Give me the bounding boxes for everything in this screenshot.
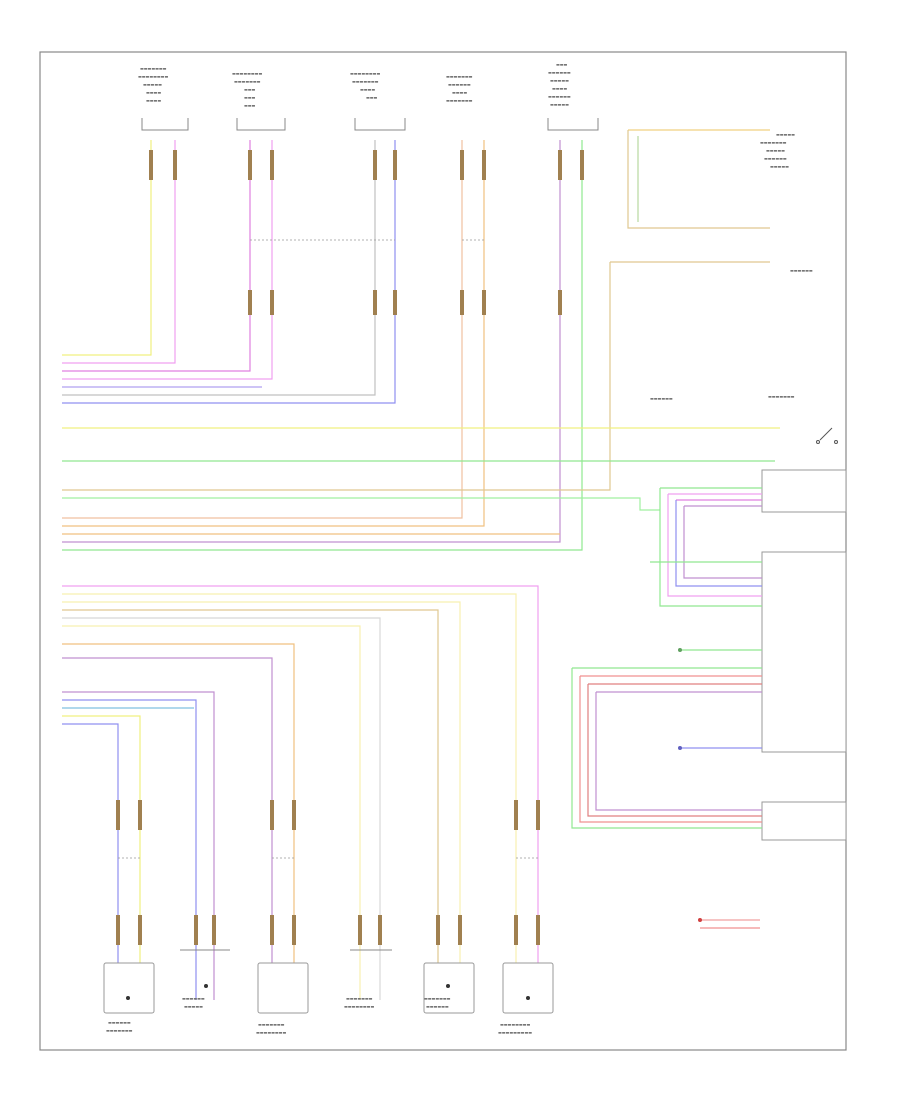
top-component-4: ▬▬▬▬▬▬▬ ▬▬▬▬▬▬ ▬▬▬▬ ▬▬▬▬▬▬▬ xyxy=(446,74,473,103)
svg-text:▬▬▬▬▬: ▬▬▬▬▬ xyxy=(143,82,162,87)
module-pressure-sensor xyxy=(761,469,847,513)
svg-text:▬▬▬▬▬▬: ▬▬▬▬▬▬ xyxy=(448,82,471,87)
svg-text:▬▬▬▬▬: ▬▬▬▬▬ xyxy=(184,1004,203,1009)
diagram-border xyxy=(39,51,847,1051)
svg-text:▬▬▬▬▬▬▬: ▬▬▬▬▬▬▬ xyxy=(446,98,473,103)
bottom-labels: ▬▬▬▬▬▬ ▬▬▬▬▬▬▬ ▬▬▬▬▬▬ ▬▬▬▬▬ ▬▬▬▬▬▬▬ ▬▬▬▬… xyxy=(106,996,532,1035)
wire-purple-1 xyxy=(62,140,561,543)
svg-text:▬▬▬▬▬▬: ▬▬▬▬▬▬ xyxy=(548,94,571,99)
top-right-sensor: ▬▬▬▬▬ ▬▬▬▬▬▬▬ ▬▬▬▬▬ ▬▬▬▬▬▬ ▬▬▬▬▬ ▬▬▬▬▬▬ xyxy=(62,129,813,491)
top-component-5: ▬▬▬ ▬▬▬▬▬▬ ▬▬▬▬▬ ▬▬▬▬ ▬▬▬▬▬▬ ▬▬▬▬▬ xyxy=(547,62,599,131)
svg-text:▬▬▬▬▬▬▬: ▬▬▬▬▬▬▬ xyxy=(346,996,373,1001)
blue-dot xyxy=(678,746,682,750)
top-component-3: ▬▬▬▬▬▬▬▬ ▬▬▬▬▬▬▬ ▬▬▬▬ ▬▬▬ xyxy=(350,71,406,131)
wire-pink-1 xyxy=(62,140,176,364)
svg-text:▬▬▬: ▬▬▬ xyxy=(244,87,256,92)
svg-text:▬▬▬▬▬▬▬: ▬▬▬▬▬▬▬ xyxy=(424,996,451,1001)
wire-peach-1 xyxy=(62,140,463,519)
svg-text:▬▬▬▬▬▬▬▬: ▬▬▬▬▬▬▬▬ xyxy=(344,1004,374,1009)
svg-text:▬▬▬▬▬: ▬▬▬▬▬ xyxy=(766,148,785,153)
svg-text:▬▬▬▬▬▬▬▬: ▬▬▬▬▬▬▬▬ xyxy=(232,71,262,76)
module-occupant-detection xyxy=(761,551,847,753)
svg-text:▬▬▬▬▬▬▬: ▬▬▬▬▬▬▬ xyxy=(258,1022,285,1027)
mid-bus xyxy=(62,427,780,535)
svg-text:▬▬▬▬▬▬: ▬▬▬▬▬▬ xyxy=(108,1020,131,1025)
wire-green-2 xyxy=(62,497,660,511)
svg-text:▬▬▬▬▬: ▬▬▬▬▬ xyxy=(770,164,789,169)
wire-green-1 xyxy=(62,140,583,551)
svg-text:▬▬▬▬▬▬▬▬▬: ▬▬▬▬▬▬▬▬▬ xyxy=(498,1030,532,1035)
svg-text:▬▬▬▬▬▬: ▬▬▬▬▬▬ xyxy=(764,156,787,161)
svg-text:▬▬▬▬: ▬▬▬▬ xyxy=(146,98,161,103)
svg-text:▬▬▬: ▬▬▬ xyxy=(244,95,256,100)
svg-text:▬▬▬▬▬▬▬: ▬▬▬▬▬▬▬ xyxy=(234,79,261,84)
svg-text:▬▬▬▬▬▬▬▬: ▬▬▬▬▬▬▬▬ xyxy=(350,71,380,76)
svg-text:▬▬▬▬▬: ▬▬▬▬▬ xyxy=(550,78,569,83)
svg-text:▬▬▬▬: ▬▬▬▬ xyxy=(552,86,567,91)
svg-text:▬▬▬: ▬▬▬ xyxy=(556,62,568,67)
switch-symbol xyxy=(816,427,838,444)
green-dot xyxy=(678,648,682,652)
wire-yellow-1 xyxy=(62,140,152,356)
top-component-1: ▬▬▬▬▬▬▬ ▬▬▬▬▬▬▬▬ ▬▬▬▬▬ ▬▬▬▬ ▬▬▬▬ xyxy=(138,66,189,131)
wire-pink-2 xyxy=(62,140,273,380)
module-seat-belt-sensor xyxy=(761,801,847,841)
svg-text:▬▬▬▬▬▬▬▬: ▬▬▬▬▬▬▬▬ xyxy=(256,1030,286,1035)
svg-text:▬▬▬▬▬▬: ▬▬▬▬▬▬ xyxy=(790,268,813,273)
svg-text:▬▬▬▬▬: ▬▬▬▬▬ xyxy=(776,132,795,137)
svg-text:▬▬▬▬▬: ▬▬▬▬▬ xyxy=(550,102,569,107)
right-module-wires xyxy=(571,487,762,929)
svg-text:▬▬▬▬▬▬▬: ▬▬▬▬▬▬▬ xyxy=(352,79,379,84)
top-splices xyxy=(149,150,584,315)
svg-text:▬▬▬▬: ▬▬▬▬ xyxy=(146,90,161,95)
bottom-splices xyxy=(116,800,540,945)
svg-text:▬▬▬▬▬▬▬: ▬▬▬▬▬▬▬ xyxy=(446,74,473,79)
wire-blue-1 xyxy=(62,140,396,404)
svg-text:▬▬▬: ▬▬▬ xyxy=(244,103,256,108)
svg-text:▬▬▬▬▬▬: ▬▬▬▬▬▬ xyxy=(548,70,571,75)
svg-text:▬▬▬▬▬▬▬: ▬▬▬▬▬▬▬ xyxy=(106,1028,133,1033)
svg-text:▬▬▬▬▬▬▬▬: ▬▬▬▬▬▬▬▬ xyxy=(138,74,168,79)
svg-text:▬▬▬▬▬▬▬: ▬▬▬▬▬▬▬ xyxy=(140,66,167,71)
red-dot xyxy=(698,918,702,922)
lower-bus xyxy=(62,585,539,1000)
top-component-2: ▬▬▬▬▬▬▬▬ ▬▬▬▬▬▬▬ ▬▬▬ ▬▬▬ ▬▬▬ xyxy=(232,71,286,131)
svg-text:▬▬▬▬▬▬: ▬▬▬▬▬▬ xyxy=(650,396,673,401)
top-wires xyxy=(62,140,583,551)
svg-text:▬▬▬▬▬▬: ▬▬▬▬▬▬ xyxy=(182,996,205,1001)
svg-text:▬▬▬▬: ▬▬▬▬ xyxy=(360,87,375,92)
svg-text:▬▬▬▬▬▬▬▬: ▬▬▬▬▬▬▬▬ xyxy=(500,1022,530,1027)
svg-text:▬▬▬▬▬▬: ▬▬▬▬▬▬ xyxy=(426,1004,449,1009)
wire-gray-1 xyxy=(62,140,376,396)
svg-text:▬▬▬: ▬▬▬ xyxy=(366,95,378,100)
bottom-components xyxy=(103,949,554,1014)
svg-text:▬▬▬▬: ▬▬▬▬ xyxy=(452,90,467,95)
wire-orange-1 xyxy=(62,140,485,527)
svg-text:▬▬▬▬▬▬▬: ▬▬▬▬▬▬▬ xyxy=(768,394,795,399)
wire-magenta-1 xyxy=(62,140,251,372)
svg-text:▬▬▬▬▬▬▬: ▬▬▬▬▬▬▬ xyxy=(760,140,787,145)
legend-dots xyxy=(678,648,702,922)
